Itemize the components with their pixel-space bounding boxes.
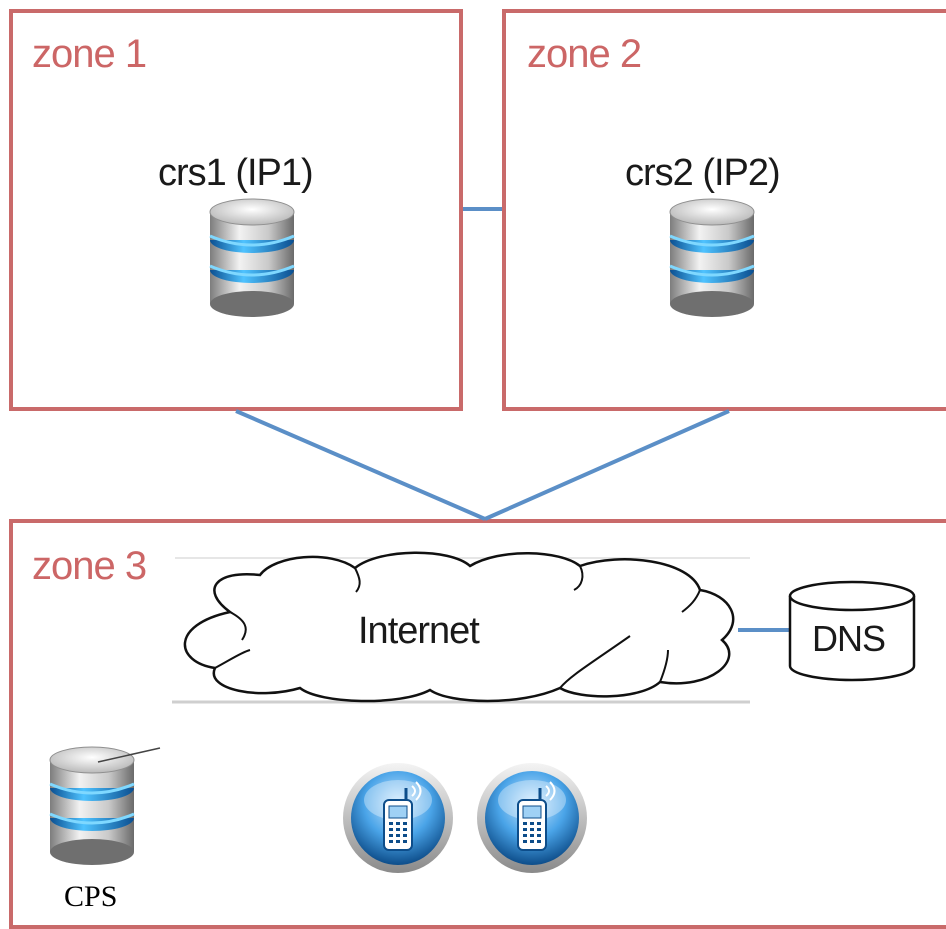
crs2-database-icon: [668, 197, 756, 319]
cylinder-icon: [788, 580, 916, 682]
cps-label: CPS: [64, 880, 118, 913]
crs2-label: crs2 (IP2): [625, 152, 781, 194]
link-zone2-zone3: [484, 409, 730, 521]
zone-2-label: zone 2: [527, 32, 642, 76]
zone-3-label: zone 3: [32, 544, 147, 588]
mobile-phone-1-icon: [341, 761, 455, 875]
mobile-phone-2-icon: [475, 761, 589, 875]
internet-label: Internet: [358, 610, 480, 652]
crs1-label: crs1 (IP1): [158, 152, 314, 194]
dns-label: DNS: [812, 618, 886, 659]
link-zone1-zone3: [235, 409, 486, 521]
zone-1-label: zone 1: [32, 32, 147, 76]
cloud-icon: [183, 551, 735, 703]
cps-database-icon: [48, 745, 136, 867]
crs1-database-icon: [208, 197, 296, 319]
cps-pointer-line: [97, 747, 161, 763]
